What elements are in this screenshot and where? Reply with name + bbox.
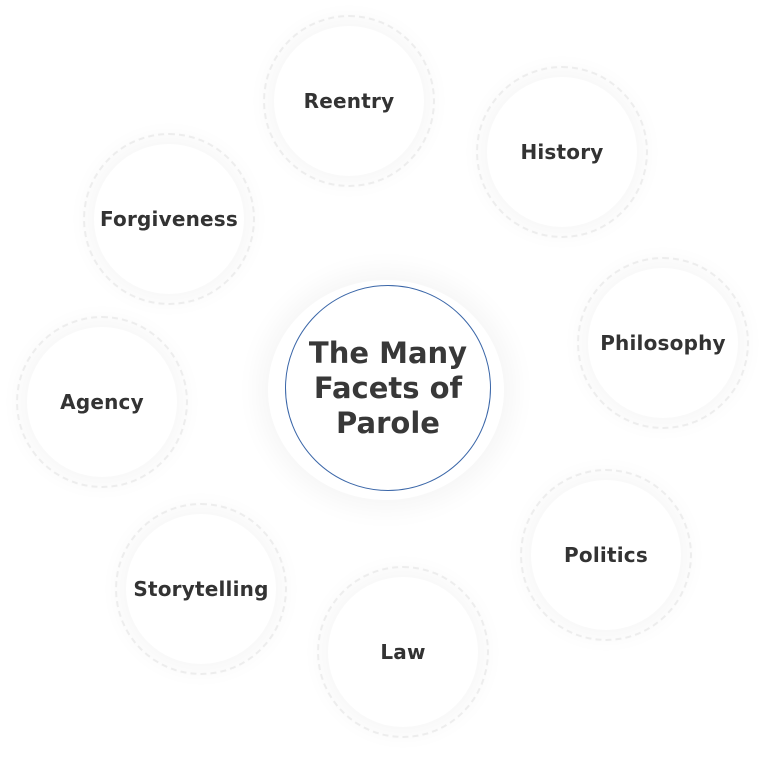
facet-label: Reentry xyxy=(303,89,395,113)
facet-node-storytelling: Storytelling xyxy=(126,514,276,664)
facet-label: Law xyxy=(380,640,426,664)
facet-node-history: History xyxy=(487,77,637,227)
facet-label: Forgiveness xyxy=(99,207,239,231)
facet-label: Philosophy xyxy=(600,331,726,355)
facet-node-law: Law xyxy=(328,577,478,727)
facet-label: Agency xyxy=(60,390,144,414)
facet-node-agency: Agency xyxy=(27,327,177,477)
facet-node-politics: Politics xyxy=(531,480,681,630)
facet-label: Politics xyxy=(564,543,648,567)
dashed-ring-decoration xyxy=(577,257,749,429)
dashed-ring-decoration xyxy=(263,15,435,187)
facet-label: History xyxy=(520,140,604,164)
dashed-ring-decoration xyxy=(16,316,188,488)
center-title: The Many Facets of Parole xyxy=(293,336,483,441)
center-title-line-1: The Many xyxy=(308,335,468,370)
dashed-ring-decoration xyxy=(115,503,287,675)
center-node: The Many Facets of Parole xyxy=(285,285,491,491)
facet-node-forgiveness: Forgiveness xyxy=(94,144,244,294)
dashed-ring-decoration xyxy=(520,469,692,641)
facet-label: Storytelling xyxy=(133,577,269,601)
dashed-ring-decoration xyxy=(83,133,255,305)
center-title-line-2: Facets of xyxy=(313,370,463,405)
facet-node-philosophy: Philosophy xyxy=(588,268,738,418)
dashed-ring-decoration xyxy=(317,566,489,738)
center-title-line-3: Parole xyxy=(336,405,440,440)
facet-node-reentry: Reentry xyxy=(274,26,424,176)
dashed-ring-decoration xyxy=(476,66,648,238)
